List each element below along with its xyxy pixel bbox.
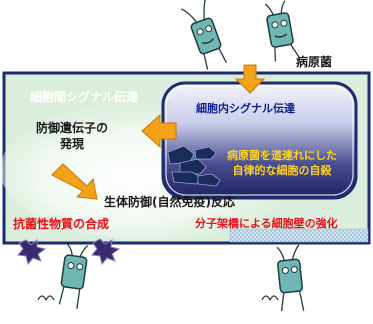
suicide-line1: 病原菌を道連れにした <box>227 149 337 162</box>
burst-icon <box>17 238 47 266</box>
left-arrow-icon <box>141 113 177 149</box>
motion-lines <box>37 295 279 302</box>
suicide-line2: 自律的な細胞の自殺 <box>232 164 332 177</box>
cell-wall-texture <box>229 228 369 243</box>
suicide-label: 病原菌を道連れにした 自律的な細胞の自殺 <box>212 148 352 178</box>
intracellular-signaling-label: 細胞内シグナル伝達 <box>196 102 295 115</box>
pathogen-icon <box>180 0 227 70</box>
burst-icon <box>91 238 121 266</box>
antimicrobial-label: 抗菌性物質の合成 <box>13 217 110 231</box>
defense-gene-label: 防御遺伝子の 発現 <box>22 120 122 152</box>
pathogen-icon <box>276 244 305 312</box>
defense-gene-line1: 防御遺伝子の <box>35 121 108 135</box>
pathogen-icon <box>58 242 89 309</box>
diagonal-arrow-icon <box>51 163 98 200</box>
pathogen-icon <box>264 0 300 62</box>
cell-wall-label: 分子架橋による細胞壁の強化 <box>195 217 338 230</box>
down-arrow-icon <box>234 64 266 94</box>
intercellular-signaling-label: 細胞間シグナル伝達 <box>30 90 139 104</box>
defense-gene-line2: 発現 <box>59 137 84 151</box>
inner-pathogen-group <box>167 145 221 187</box>
biological-defense-label: 生体防御(自然免疫)反応 <box>104 195 235 209</box>
pathogen-label: 病原菌 <box>296 55 333 69</box>
